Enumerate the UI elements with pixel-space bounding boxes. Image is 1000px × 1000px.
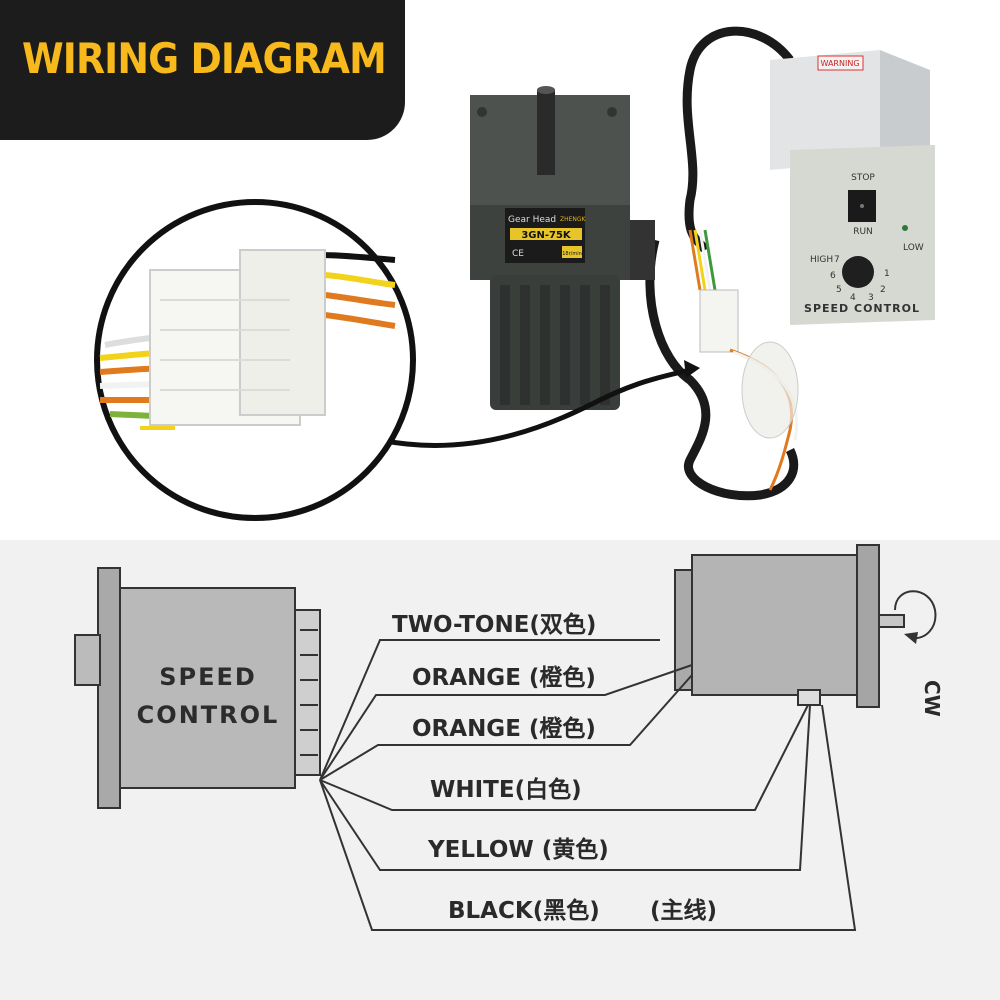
- wiring-diagram: SPEED CONTROL CW TWO-TONE(双色) ORANGE (橙色…: [0, 540, 1000, 1000]
- wire-yellow: [319, 704, 811, 871]
- controller-high-label: HIGH: [810, 255, 833, 265]
- wire-two-tone: [319, 639, 660, 781]
- dial-mark: 5: [836, 285, 842, 295]
- controller-warning-label: WARNING: [820, 59, 859, 68]
- controller-run-label: RUN: [853, 227, 873, 237]
- wire-lines: [319, 639, 857, 931]
- rotation-arrow: [894, 590, 937, 640]
- wire-white: [319, 704, 809, 811]
- motor-brand-line: Gear Head: [508, 215, 556, 225]
- wire-label-white: WHITE(白色): [430, 776, 582, 803]
- controller-low-label: LOW: [903, 243, 924, 253]
- wire-label-yellow: YELLOW (黄色): [427, 836, 609, 863]
- main-line-note: (主线): [650, 897, 717, 924]
- banner-title: WIRING DIAGRAM: [22, 34, 387, 83]
- speed-dial[interactable]: [842, 256, 874, 288]
- controller-panel-title: SPEED CONTROL: [804, 302, 920, 315]
- dial-mark: 4: [850, 293, 856, 303]
- dial-marks: 1 2 3 4 5 6 7: [830, 255, 890, 303]
- motor-shaft: [537, 90, 555, 175]
- speed-control-label-line2: CONTROL: [137, 701, 280, 729]
- wire-label-two-tone: TWO-TONE(双色): [392, 611, 596, 638]
- speed-control-label-line1: SPEED: [159, 663, 257, 691]
- dial-mark: 2: [880, 285, 886, 295]
- wire-orange-2: [319, 674, 693, 781]
- connector-zoom-circle: [94, 199, 416, 521]
- dial-mark: 6: [830, 271, 836, 281]
- speed-control-box: SPEED CONTROL: [74, 567, 321, 809]
- zoom-pointer-line: [379, 367, 691, 448]
- rotation-label: CW: [920, 680, 944, 717]
- wire-black: [319, 704, 857, 931]
- wire-label-orange-2: ORANGE (橙色): [412, 715, 596, 742]
- motor-ce-mark: CE: [512, 249, 524, 259]
- motor-schematic: CW: [674, 544, 944, 717]
- dial-mark: 1: [884, 269, 890, 279]
- motor-ratio: 18r/min: [562, 251, 582, 257]
- motor-cable: [645, 238, 799, 501]
- indicator-led: [902, 225, 908, 231]
- wire-orange-1: [319, 664, 693, 781]
- motor-model: 3GN-75K: [521, 230, 572, 241]
- wire-label-orange-1: ORANGE (橙色): [412, 664, 596, 691]
- dial-mark: 3: [868, 293, 874, 303]
- product-photo: Gear Head ZHENGK 3GN-75K CE 18r/min WARN…: [94, 26, 935, 521]
- zoom-pointer-arrow: [684, 360, 700, 378]
- motor-brand-logo: ZHENGK: [560, 216, 587, 223]
- controller-stop-label: STOP: [851, 173, 875, 183]
- title-banner: WIRING DIAGRAM: [0, 0, 405, 140]
- dial-mark: 7: [834, 255, 840, 265]
- motor: Gear Head ZHENGK 3GN-75K CE 18r/min: [470, 86, 655, 410]
- speed-controller: WARNING STOP RUN LOW HIGH 1 2 3 4 5 6 7 …: [770, 50, 935, 325]
- photo-connector: [688, 229, 799, 491]
- wire-label-black: BLACK(黑色): [448, 897, 600, 924]
